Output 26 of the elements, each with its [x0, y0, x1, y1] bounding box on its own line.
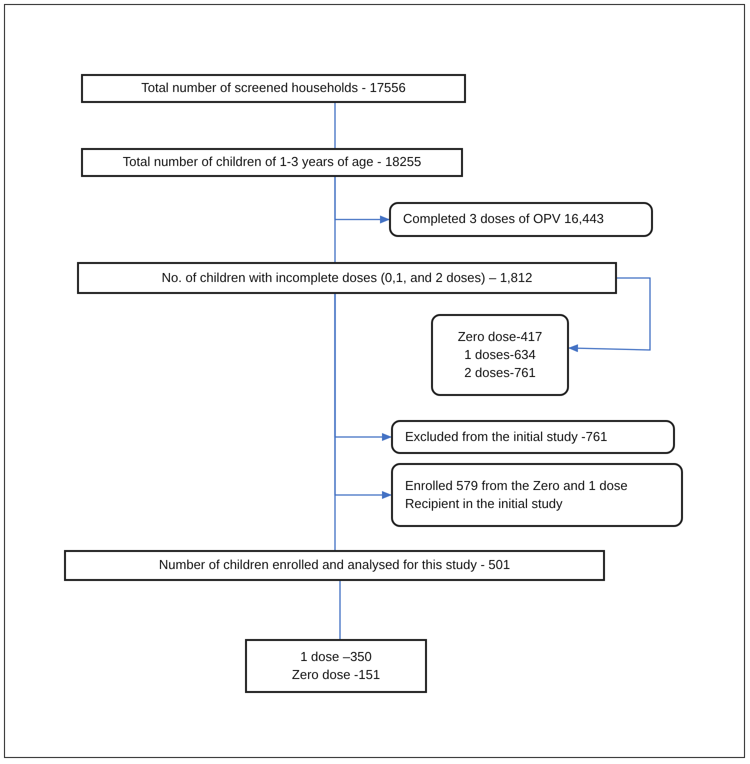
connector-line: [339, 581, 341, 639]
node-text: Total number of children of 1-3 years of age - 18255: [122, 153, 422, 172]
node-text: Completed 3 doses of OPV 16,443: [403, 210, 604, 228]
connector-line: [334, 294, 336, 550]
node-text: Number of children enrolled and analysed for this study - 501: [158, 556, 510, 574]
rounded-box: [431, 314, 569, 396]
node-text: No. of children with incomplete doses (0,1, and 2 doses) – 1,812: [162, 268, 532, 287]
connector-line: [334, 103, 336, 148]
process-box: [81, 74, 466, 103]
process-box: [81, 148, 463, 177]
node-text: Zero dose -151: [292, 666, 380, 684]
rounded-box: [389, 202, 653, 237]
process-box: [64, 550, 605, 581]
node-text: Excluded from the initial study -761: [405, 428, 608, 446]
node-text: Enrolled 579 from the Zero and 1 dose Recipient in the initial study: [405, 476, 629, 513]
node-text: 2 doses-761: [464, 364, 536, 382]
node-text: 1 doses-634: [464, 346, 536, 364]
rounded-box: [391, 420, 675, 454]
rounded-box: [391, 463, 683, 527]
process-box: [245, 639, 427, 693]
node-text: Zero dose-417: [458, 328, 542, 346]
node-text: 1 dose –350: [300, 648, 372, 666]
connector-line: [334, 177, 336, 262]
node-text: Total number of screened households - 17556: [141, 79, 406, 98]
process-box: [77, 262, 617, 294]
arrow: [568, 277, 651, 352]
